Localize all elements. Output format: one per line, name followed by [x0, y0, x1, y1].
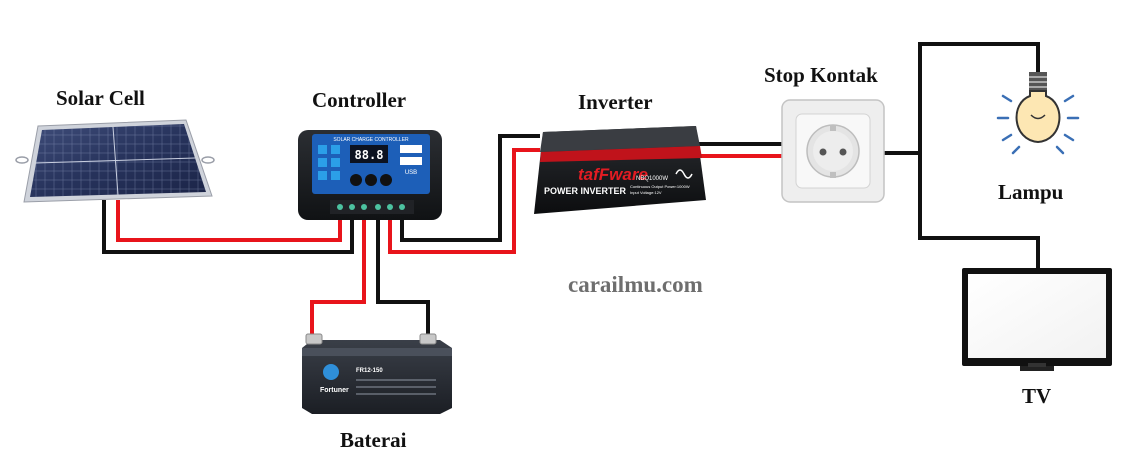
- wire-inverter-negative: [400, 134, 540, 242]
- wires: [102, 42, 1040, 340]
- label-inverter: Inverter: [578, 90, 653, 114]
- controller-panel-title: SOLAR CHARGE CONTROLLER: [333, 137, 409, 143]
- controller-usb-label: USB: [405, 170, 417, 176]
- inverter-subtitle: POWER INVERTER: [544, 186, 627, 196]
- wire-solar-negative: [102, 200, 354, 254]
- label-solar-cell: Solar Cell: [56, 86, 145, 110]
- label-baterai: Baterai: [340, 428, 407, 452]
- label-lampu: Lampu: [998, 180, 1064, 204]
- wire-inverter-positive: [388, 148, 540, 254]
- tv-icon: [962, 268, 1112, 371]
- label-tv: TV: [1022, 384, 1052, 408]
- inverter-spec-1: Continuous Output Power:1000W: [630, 184, 690, 189]
- charge-controller: SOLAR CHARGE CONTROLLER 88.8 USB: [298, 130, 442, 220]
- lamp-icon: [996, 72, 1080, 155]
- wire-battery-negative: [376, 210, 430, 340]
- battery: Fortuner FR12-150: [302, 333, 452, 414]
- controller-display: 88.8: [355, 148, 384, 162]
- inverter-brand: tafFware: [578, 165, 648, 184]
- label-stop-kontak: Stop Kontak: [764, 63, 878, 87]
- power-inverter: tafFware POWER INVERTER NBQ1000W Continu…: [534, 126, 706, 214]
- sine-wave-icon: [675, 169, 693, 179]
- wire-battery-positive: [310, 210, 366, 340]
- solar-panel: [15, 119, 215, 203]
- label-controller: Controller: [312, 88, 407, 112]
- wall-socket: [781, 99, 885, 203]
- inverter-spec-2: Input Voltage:12V: [630, 190, 662, 195]
- wire-solar-positive: [116, 200, 342, 242]
- watermark: carailmu.com: [568, 272, 703, 297]
- inverter-model: NBQ1000W: [636, 176, 668, 182]
- wire-load-lampu: [918, 42, 1040, 270]
- battery-brand: Fortuner: [320, 387, 349, 394]
- battery-model: FR12-150: [356, 368, 383, 374]
